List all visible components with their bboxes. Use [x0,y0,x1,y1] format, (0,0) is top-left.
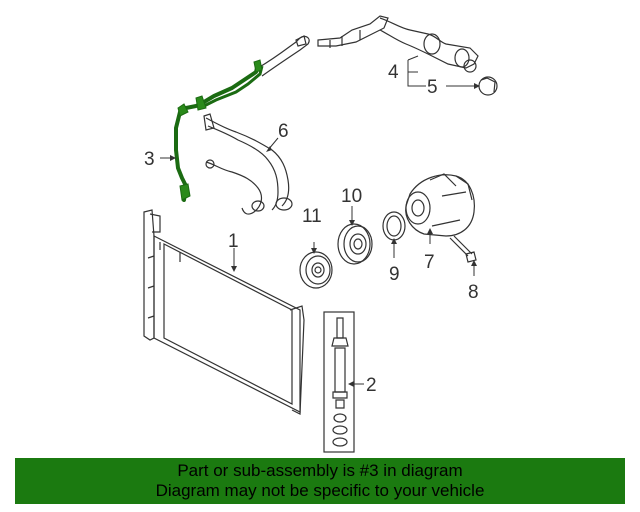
banner-line-2: Diagram may not be specific to your vehi… [155,481,485,500]
callout-7: 7 [424,252,435,273]
callout-11: 11 [302,206,322,227]
part-1-condenser [143,209,305,415]
info-banner: Part or sub-assembly is #3 in diagram Di… [15,458,625,504]
callout-10: 10 [341,186,362,207]
callout-9: 9 [389,264,400,285]
callout-2: 2 [366,375,377,396]
part-6-suction-hose [203,113,293,215]
part-3-hose-highlighted [174,59,264,202]
part-2-receiver-drier [323,311,355,453]
callout-6: 6 [278,121,289,142]
part-10-clutch-plate [337,223,373,265]
callout-4: 4 [388,62,399,83]
callout-3: 3 [144,149,155,170]
upper-hose-assembly [257,15,498,96]
arrowheads [170,83,480,387]
part-11-pulley [299,251,333,289]
leader-lines [160,55,476,385]
part-7-compressor [405,173,475,237]
callout-5: 5 [427,77,438,98]
callout-8: 8 [468,282,479,303]
banner-line-1: Part or sub-assembly is #3 in diagram [177,461,463,480]
part-9-shim-ring [382,211,406,241]
part-8-bolt [449,235,477,263]
callout-1: 1 [228,231,239,252]
